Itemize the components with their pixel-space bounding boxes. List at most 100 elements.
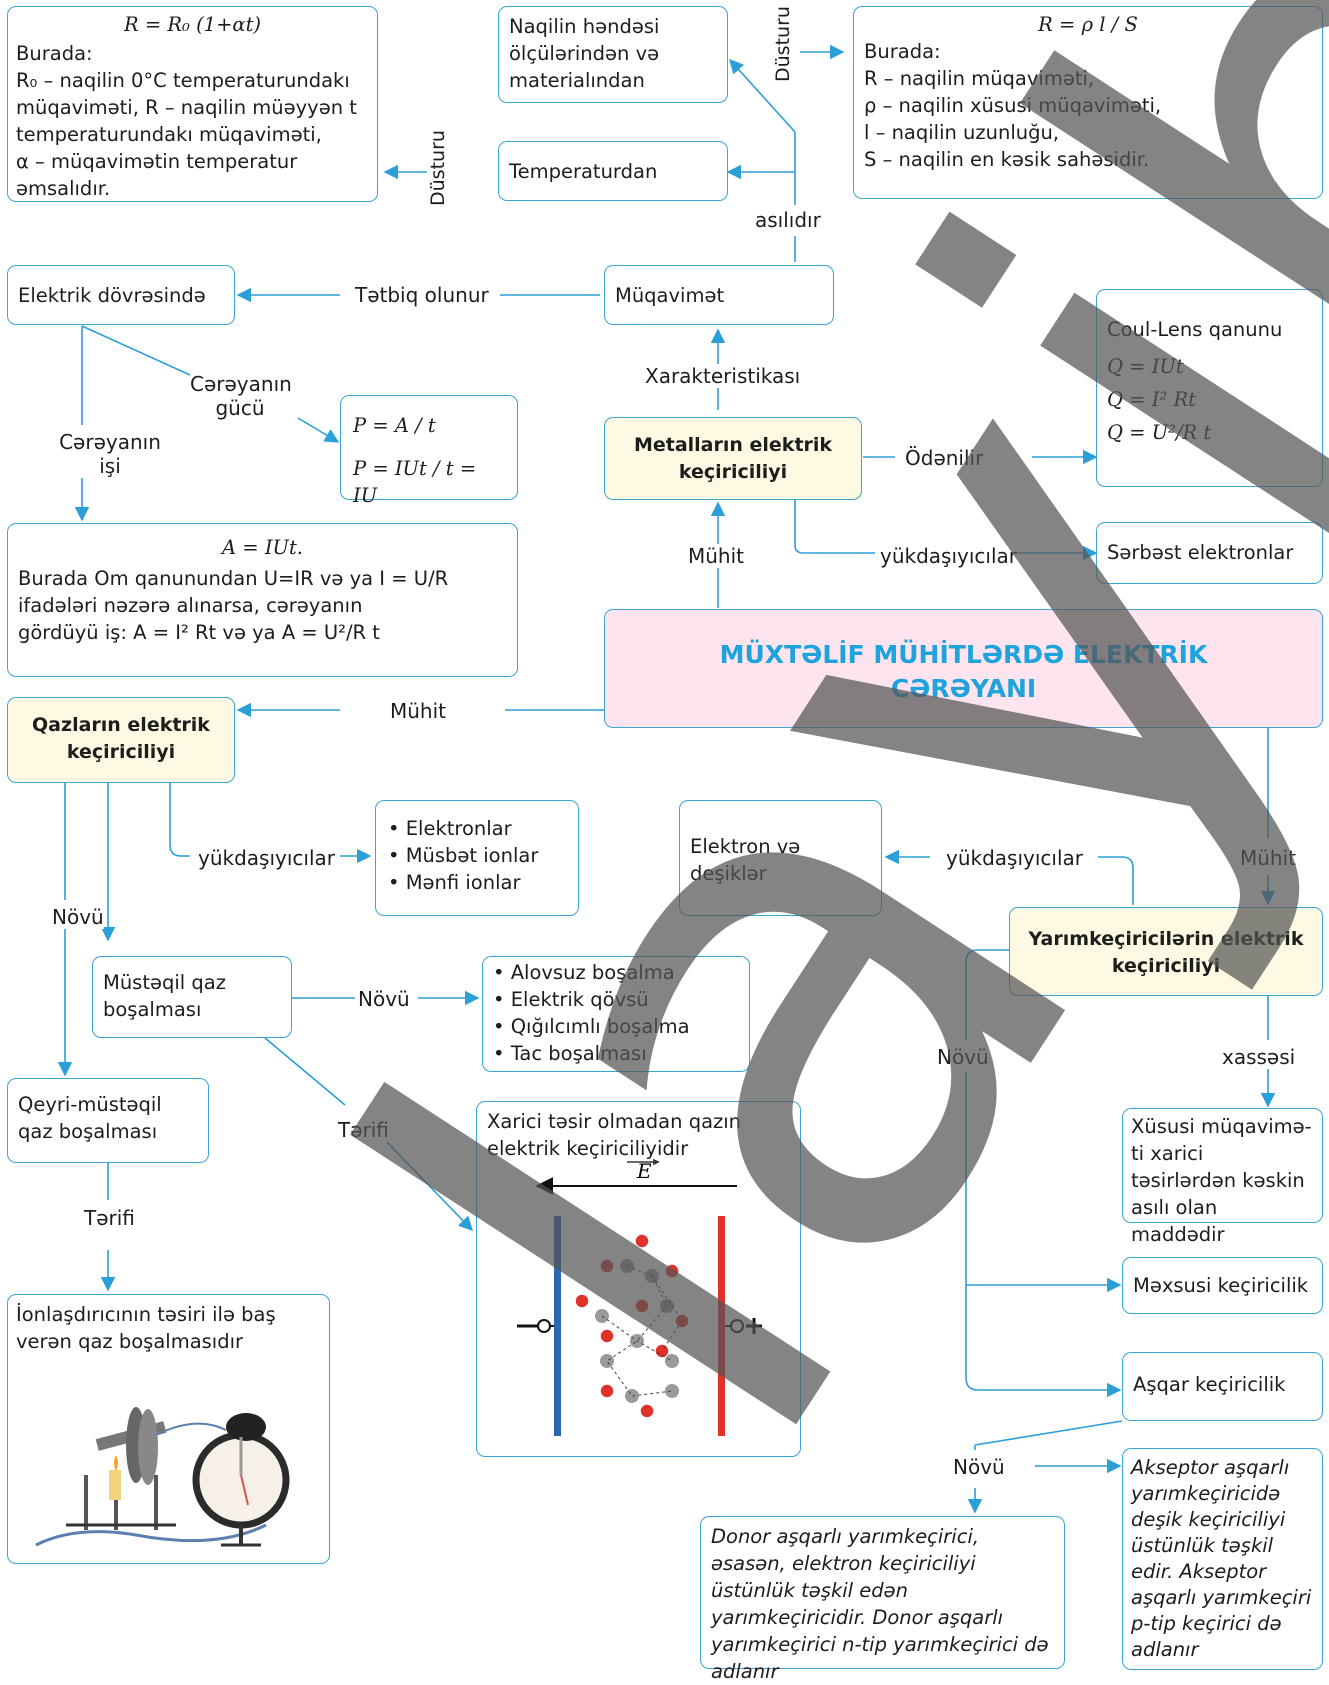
geom-line-4: l – naqilin uzunluğu,	[864, 121, 1060, 144]
free-electrons-box: Sərbəst elektronlar	[1096, 522, 1323, 584]
circuit-box: Elektrik dövrəsində	[7, 265, 235, 325]
resistance-text: Müqavimət	[615, 284, 725, 307]
temp-formula-box: R = R₀ (1+αt) Burada: R₀ – naqilin 0°C t…	[7, 6, 378, 202]
temperature-text: Temperaturdan	[509, 160, 658, 183]
semiconductors-title: Yarımkeçiricilərin elektrik keçiriciliyi	[1028, 928, 1304, 977]
impurity-type-label: Növü	[953, 1455, 1005, 1479]
intrinsic-box: Məxsusi keçiricilik	[1122, 1257, 1323, 1314]
characteristic-label: Xarakteristikası	[645, 364, 801, 388]
discharge-types-list: Alovsuz boşalma Elektrik qövsü Qığılcıml…	[493, 959, 739, 1067]
temp-formula-line-2: R₀ – naqilin 0°C temperaturundakı müqavi…	[16, 69, 357, 146]
geom-formula-box: R = ρ l / S Burada: R – naqilin müqavimə…	[853, 6, 1323, 199]
joule-box: Coul-Lens qanunu Q = IUt Q = I² Rt Q = U…	[1096, 289, 1323, 487]
joule-formula-3: Q = U²/R t	[1107, 421, 1212, 444]
discharge-type-item: Alovsuz boşalma	[493, 959, 739, 986]
gases-carrier-item: Mənfi ionlar	[388, 869, 566, 896]
metals-box: Metalların elektrik keçiriciliyi	[604, 417, 862, 500]
non-independent-text: Qeyri-müstəqil qaz boşalması	[18, 1093, 162, 1143]
ionizer-apparatus-illustration	[35, 1407, 290, 1547]
discharge-types-box: Alovsuz boşalma Elektrik qövsü Qığılcıml…	[482, 956, 750, 1072]
semi-medium-label: Mühit	[1240, 846, 1297, 870]
work-label: Cərəyanın işi	[50, 430, 170, 478]
gases-carriers-list: Elektronlar Müsbət ionlar Mənfi ionlar	[388, 815, 566, 896]
donor-box: Donor aşqarlı yarımkeçirici, əsasən, ele…	[700, 1516, 1065, 1683]
geom-formula: R = ρ l / S	[864, 11, 1312, 38]
center-title-box: MÜXTƏLİF MÜHİTLƏRDƏ ELEKTRİK CƏRƏYANI	[604, 609, 1323, 728]
geometry-text: Naqilin həndəsi ölçülərindən və material…	[509, 15, 660, 92]
geom-line-1: Burada:	[864, 40, 941, 63]
negative-electrode	[554, 1216, 561, 1436]
independent-type-label: Növü	[358, 987, 410, 1011]
temperature-box: Temperaturdan	[498, 141, 728, 201]
depends-label: asılıdır	[755, 208, 821, 232]
gases-carrier-item: Müsbət ionlar	[388, 842, 566, 869]
joule-title: Coul-Lens qanunu	[1107, 318, 1283, 341]
temp-formula: R = R₀ (1+αt)	[123, 13, 262, 36]
temp-formula-line-1: Burada:	[16, 42, 93, 65]
independent-def-label: Tərifi	[338, 1118, 389, 1142]
geom-line-3: ρ – naqilin xüsusi müqaviməti,	[864, 94, 1162, 117]
gases-carrier-item: Elektronlar	[388, 815, 566, 842]
gases-type-label: Növü	[52, 905, 104, 929]
semi-carriers-label: yükdaşıyıcılar	[946, 846, 1084, 870]
gases-carriers-box: Elektronlar Müsbət ionlar Mənfi ionlar	[375, 800, 579, 916]
semi-type-label: Növü	[937, 1045, 989, 1069]
formula-label-left: Düsturu	[427, 130, 449, 206]
metals-medium-label: Mühit	[688, 544, 745, 568]
semi-property-label: xassəsi	[1222, 1045, 1296, 1069]
work-line-1: A = IUt.	[222, 536, 303, 559]
independent-def-text: Xarici təsir olmadan qazın elektrik keçi…	[487, 1110, 742, 1160]
semi-carriers-text: Elektron və deşiklər	[690, 835, 801, 885]
ion-particles	[574, 1233, 690, 1419]
semi-property-text: Xüsusi müqavimə-ti xarici təsirlərdən kə…	[1131, 1115, 1312, 1246]
work-box: A = IUt. Burada Om qanunundan U=IR və ya…	[7, 523, 518, 677]
geom-line-2: R – naqilin müqaviməti,	[864, 67, 1095, 90]
work-line-4: gördüyü iş: A = I² Rt və ya A = U²/R t	[18, 621, 380, 644]
work-line-2: Burada Om qanunundan U=IR və ya I = U/R	[18, 567, 449, 590]
independent-text: Müstəqil qaz boşalması	[103, 971, 226, 1021]
non-independent-box: Qeyri-müstəqil qaz boşalması	[7, 1078, 209, 1163]
acceptor-text: Akseptor aşqarlı yarımkeçiricidə deşik k…	[1131, 1456, 1312, 1661]
impurity-text: Aşqar keçiricilik	[1133, 1373, 1286, 1396]
discharge-type-item: Elektrik qövsü	[493, 986, 739, 1013]
gases-title: Qazların elektrik keçiriciliyi	[32, 714, 210, 763]
applied-label: Tətbiq olunur	[355, 283, 489, 307]
independent-box: Müstəqil qaz boşalması	[92, 956, 292, 1038]
gases-box: Qazların elektrik keçiriciliyi	[7, 697, 235, 783]
free-electrons-text: Sərbəst elektronlar	[1107, 541, 1294, 564]
power-label: Cərəyanın gücü	[190, 372, 292, 420]
power-box: P = A / t P = IUt / t = IU	[340, 395, 518, 507]
semiconductors-box: Yarımkeçiricilərin elektrik keçiriciliyi	[1009, 907, 1323, 996]
semi-carriers-box: Elektron və deşiklər	[679, 800, 882, 916]
center-title: MÜXTƏLİF MÜHİTLƏRDƏ ELEKTRİK CƏRƏYANI	[719, 640, 1208, 703]
non-independent-def-text: İonlaşdırıcının təsiri ilə baş verən qaz…	[16, 1303, 276, 1353]
gases-medium-label: Mühit	[390, 699, 447, 723]
metals-carriers-label: yükdaşıyıcılar	[880, 544, 1018, 568]
discharge-illustration: E	[517, 1158, 762, 1436]
geometry-box: Naqilin həndəsi ölçülərindən və material…	[498, 6, 728, 103]
gases-carriers-label: yükdaşıyıcılar	[198, 846, 336, 870]
paid-label: Ödənilir	[905, 446, 984, 470]
donor-text: Donor aşqarlı yarımkeçirici, əsasən, ele…	[711, 1525, 1049, 1683]
resistance-box: Müqavimət	[604, 265, 834, 325]
impurity-box: Aşqar keçiricilik	[1122, 1352, 1323, 1421]
field-label: E	[636, 1159, 652, 1183]
positive-electrode	[718, 1216, 725, 1436]
non-independent-def-label: Tərifi	[84, 1206, 135, 1230]
joule-formula-1: Q = IUt	[1107, 355, 1184, 378]
temp-formula-line-3: α – müqavimətin temperatur əmsalıdır.	[16, 150, 298, 200]
circuit-text: Elektrik dövrəsində	[18, 284, 206, 307]
work-line-3: ifadələri nəzərə alınarsa, cərəyanın	[18, 594, 363, 617]
joule-formula-2: Q = I² Rt	[1107, 388, 1196, 411]
power-formula-1: P = A / t	[353, 414, 436, 437]
independent-def-box: Xarici təsir olmadan qazın elektrik keçi…	[476, 1101, 801, 1457]
discharge-type-item: Qığılcımlı boşalma	[493, 1013, 739, 1040]
discharge-type-item: Tac boşalması	[493, 1040, 739, 1067]
acceptor-box: Akseptor aşqarlı yarımkeçiricidə deşik k…	[1122, 1448, 1323, 1670]
intrinsic-text: Məxsusi keçiricilik	[1133, 1274, 1309, 1297]
geom-line-5: S – naqilin en kəsik sahəsidir.	[864, 148, 1150, 171]
power-formula-2: P = IUt / t = IU	[353, 457, 477, 507]
formula-label-top: Düsturu	[772, 6, 794, 82]
semi-property-box: Xüsusi müqavimə-ti xarici təsirlərdən kə…	[1122, 1108, 1323, 1246]
